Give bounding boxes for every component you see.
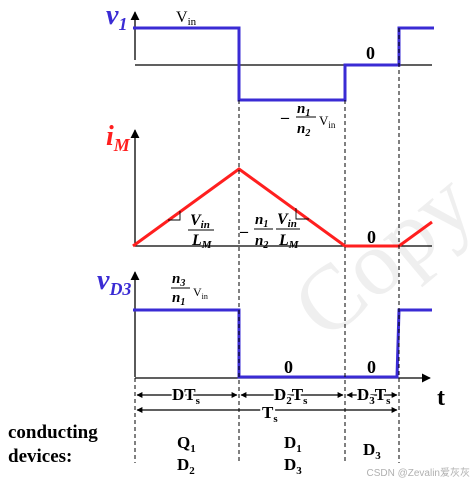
vd3-level-label: n3 n1 Vin [171, 271, 208, 308]
v1-waveform [133, 26, 434, 102]
svg-text:n2: n2 [297, 121, 310, 139]
conducting-devices-interval-1: Q1 D2 [177, 433, 196, 477]
v1-vin-label: Vin [176, 9, 197, 28]
conducting-devices-interval-3: D3 [363, 440, 381, 462]
svg-text:n2: n2 [255, 233, 268, 251]
svg-text:Vin: Vin [319, 113, 336, 130]
d2ts-label: D2Ts [274, 385, 308, 407]
svg-text:n3: n3 [172, 271, 185, 289]
rise-slope-marker [168, 211, 181, 221]
svg-text:n1: n1 [297, 101, 310, 119]
watermark-text: Copy [274, 151, 475, 357]
v1-negative-level-label: – n1 n2 Vin [280, 101, 336, 139]
dts-label: DTs [172, 385, 201, 407]
rise-slope-label: Vin LM [188, 212, 214, 251]
conducting-title-line-2: devices: [8, 446, 72, 467]
svg-text:D1: D1 [284, 433, 302, 455]
interval-arrows [136, 392, 398, 413]
svg-text:n1: n1 [172, 290, 185, 308]
conducting-title-line-1: conducting [8, 422, 98, 443]
vd3-zero-label-1: 0 [284, 357, 293, 377]
svg-text:LM: LM [191, 232, 213, 251]
vd3-panel: vD3 n3 n1 Vin 0 0 t [97, 265, 445, 411]
vd3-waveform [133, 308, 432, 379]
v1-zero-label: 0 [366, 43, 375, 63]
im-signal-label: iM [106, 121, 131, 155]
svg-text:Vin: Vin [190, 212, 210, 231]
v1-signal-label: v1 [106, 0, 127, 34]
svg-text:–: – [239, 223, 249, 240]
fall-slope-marker [295, 208, 309, 220]
im-waveform [132, 167, 433, 248]
svg-text:Q1: Q1 [177, 433, 196, 455]
conducting-devices-interval-2: D1 D3 [284, 433, 302, 477]
ts-label: Ts [262, 403, 278, 425]
svg-text:–: – [280, 109, 290, 126]
csdn-watermark: CSDN @Zevalin爱灰灰 [366, 466, 470, 479]
svg-text:D2: D2 [177, 455, 195, 477]
fall-slope-label: – n1 n2 Vin LM [239, 211, 300, 251]
vd3-signal-label: vD3 [97, 265, 131, 299]
svg-text:Vin: Vin [277, 211, 297, 230]
im-zero-label: 0 [367, 227, 376, 247]
interval-guide-lines [238, 28, 400, 463]
im-panel: iM Vin LM – n1 n2 Vin LM 0 [106, 121, 433, 251]
vd3-zero-label-2: 0 [367, 357, 376, 377]
v1-panel: v1 Vin 0 – n1 n2 Vin [106, 0, 434, 139]
t-axis-label: t [437, 385, 445, 411]
svg-text:n1: n1 [255, 212, 268, 230]
d3ts-label: D3Ts [357, 385, 391, 407]
svg-text:LM: LM [278, 232, 300, 251]
svg-text:D3: D3 [363, 440, 381, 462]
svg-text:D3: D3 [284, 455, 302, 477]
svg-text:Vin: Vin [193, 285, 208, 301]
